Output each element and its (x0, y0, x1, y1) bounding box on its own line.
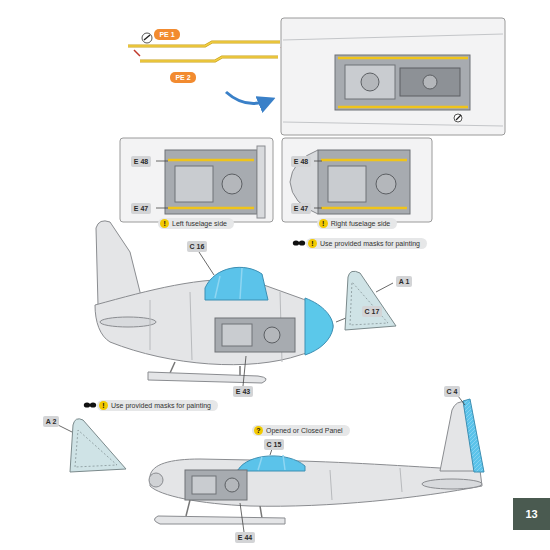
left-side-panel (120, 138, 273, 222)
callout-number: C 16 (187, 241, 208, 252)
note-bar: ?Opened or Closed Panel (252, 425, 350, 436)
callout-number: E 43 (236, 387, 250, 396)
callout-number: PE 2 (175, 73, 190, 82)
callout-number: C 4 (447, 387, 458, 396)
callout-number: PE 1 (159, 30, 174, 39)
callout-number: E 44 (238, 533, 252, 542)
callout-number: E 47 (291, 203, 311, 214)
callout-number: C 17 (362, 306, 383, 317)
callout-number: C 17 (365, 307, 380, 316)
note-bar: !Right fuselage side (317, 218, 398, 229)
page-number: 13 (525, 508, 537, 520)
note-icon: ? (254, 426, 263, 435)
callout-number: E 48 (134, 157, 148, 166)
callout-number: C 4 (444, 386, 461, 397)
callout-number: A 1 (396, 276, 413, 287)
callout-number: C 15 (267, 440, 282, 449)
callout-number: E 47 (134, 204, 148, 213)
right-side-panel (282, 138, 432, 222)
callout-number: A 2 (46, 417, 57, 426)
page-number: 13 (513, 498, 550, 530)
callout-number: E 47 (294, 204, 308, 213)
detail-panel (281, 18, 505, 135)
note-text: Left fuselage side (172, 219, 227, 228)
note-text: Right fuselage side (331, 219, 391, 228)
callout-number: A 1 (399, 277, 410, 286)
note-icon: ! (99, 401, 108, 410)
callout-number: E 43 (233, 386, 253, 397)
callout-number: C 15 (264, 439, 285, 450)
note-bar: !Use provided masks for painting (306, 238, 427, 249)
note-text: Opened or Closed Panel (266, 426, 343, 435)
pe-parts (128, 33, 287, 104)
aircraft-lower (58, 396, 484, 532)
note-text: Use provided masks for painting (111, 401, 211, 410)
callout-number: A 2 (43, 416, 60, 427)
pe-part-label: PE 1 (154, 29, 179, 40)
callout-number: E 44 (235, 532, 255, 543)
note-icon: ! (308, 239, 317, 248)
callout-number: E 48 (131, 156, 151, 167)
note-icon: ! (319, 219, 328, 228)
callout-number: C 16 (190, 242, 205, 251)
note-bar: !Use provided masks for painting (97, 400, 218, 411)
callout-number: E 47 (131, 203, 151, 214)
callout-number: E 48 (291, 156, 311, 167)
note-bar: !Left fuselage side (158, 218, 234, 229)
note-text: Use provided masks for painting (320, 239, 420, 248)
pe-part-label: PE 2 (170, 72, 195, 83)
callout-number: E 48 (294, 157, 308, 166)
note-icon: ! (160, 219, 169, 228)
